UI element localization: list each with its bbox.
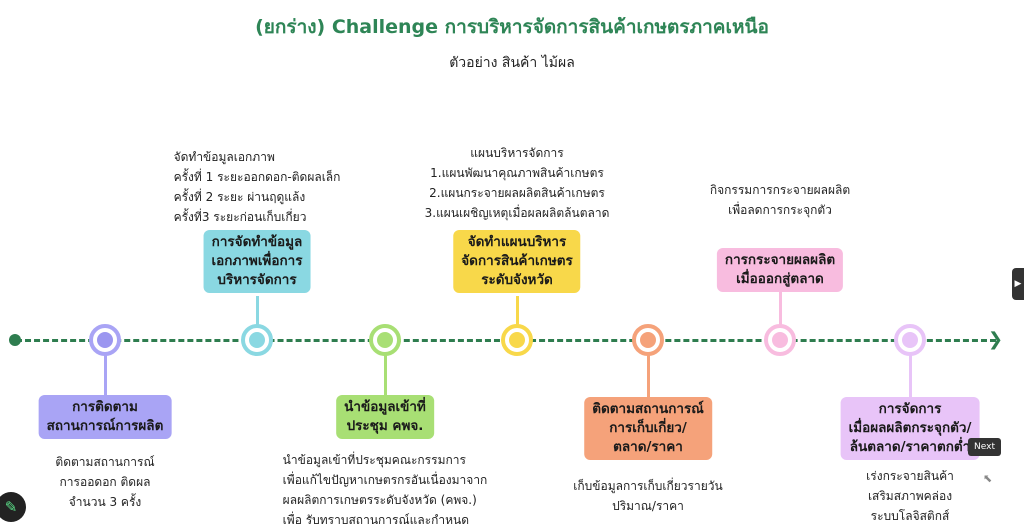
page-subtitle: ตัวอย่าง สินค้า ไม้ผล: [449, 55, 575, 71]
milestone-description: จัดทำข้อมูลเอกภาพ ครั้งที่ 1 ระยะออกดอก-…: [173, 150, 341, 224]
milestone-node[interactable]: [764, 324, 796, 356]
timeline-arrow-icon: ❯: [988, 329, 1004, 350]
milestone-node[interactable]: [632, 324, 664, 356]
milestone-description: เก็บข้อมูลการเก็บเกี่ยวรายวัน ปริมาณ/ราค…: [573, 479, 723, 513]
milestone-label[interactable]: การติดตาม สถานการณ์การผลิต: [38, 395, 172, 439]
milestone-label[interactable]: การจัดการ เมื่อผลผลิตกระจุกตัว/ ล้นตลาด/…: [840, 397, 980, 460]
milestone-connector: [779, 292, 782, 326]
milestone-dot-icon: [772, 332, 788, 348]
milestone-connector: [647, 354, 650, 397]
milestone-dot-icon: [249, 332, 265, 348]
milestone-description: เร่งกระจายสินค้า เสริมสภาพคล่อง ระบบโลจิ…: [866, 469, 954, 523]
milestone-node[interactable]: [241, 324, 273, 356]
milestone-node[interactable]: [501, 324, 533, 356]
milestone-dot-icon: [640, 332, 656, 348]
next-tooltip: Next: [968, 438, 1001, 456]
milestone-label[interactable]: ติดตามสถานการณ์ การเก็บเกี่ยว/ ตลาด/ราคา: [584, 397, 712, 460]
milestone-description: ติดตามสถานการณ์ การออดอก ติดผล จำนวน 3 ค…: [55, 455, 155, 509]
milestone-connector: [384, 354, 387, 395]
page-title: (ยกร่าง) Challenge การบริหารจัดการสินค้า…: [255, 16, 769, 38]
milestone-dot-icon: [97, 332, 113, 348]
milestone-node[interactable]: [369, 324, 401, 356]
milestone-connector: [256, 296, 259, 326]
mouse-cursor-icon: ⬉: [983, 472, 993, 485]
milestone-label[interactable]: การจัดทำข้อมูล เอกภาพเพื่อการ บริหารจัดก…: [203, 230, 311, 293]
milestone-node[interactable]: [894, 324, 926, 356]
milestone-description: นำข้อมูลเข้าที่ประชุมคณะกรรมการ เพื่อแก้…: [282, 453, 488, 527]
milestone-label[interactable]: การกระจายผลผลิต เมื่อออกสู่ตลาด: [716, 248, 844, 292]
milestone-dot-icon: [509, 332, 525, 348]
edit-pencil-button[interactable]: ✎: [0, 492, 26, 522]
milestone-connector: [104, 354, 107, 395]
milestone-dot-icon: [377, 332, 393, 348]
timeline-start-dot: [9, 334, 21, 346]
milestone-description: กิจกรรมการกระจายผลผลิต เพื่อลดการกระจุกต…: [709, 183, 851, 217]
milestone-node[interactable]: [89, 324, 121, 356]
milestone-label[interactable]: จัดทำแผนบริหาร จัดการสินค้าเกษตร ระดับจั…: [453, 230, 581, 293]
milestone-description: แผนบริหารจัดการ 1.แผนพัฒนาคุณภาพสินค้าเก…: [424, 146, 610, 220]
side-panel-toggle-button[interactable]: ▶: [1012, 268, 1024, 300]
milestone-dot-icon: [902, 332, 918, 348]
milestone-connector: [909, 354, 912, 397]
milestone-label[interactable]: นำข้อมูลเข้าที่ ประชุม คพจ.: [336, 395, 434, 439]
milestone-connector: [516, 296, 519, 326]
